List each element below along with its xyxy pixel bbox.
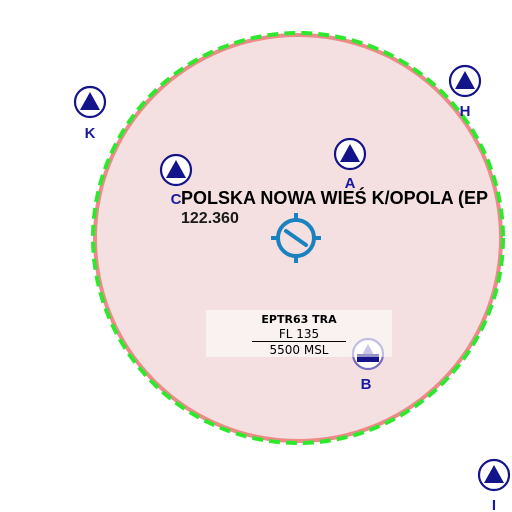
airspace-lower-limit: 5500 MSL [269,343,329,357]
waypoint-k-icon[interactable] [73,85,107,119]
waypoint-h-label: H [459,103,471,120]
waypoint-c-label: C [170,191,182,208]
zone-dashed-boundary [91,31,505,445]
waypoint-i-icon[interactable] [477,458,511,492]
airspace-label-box[interactable]: EPTR63 TRA FL 135 5500 MSL [206,310,392,357]
airspace-upper-limit: FL 135 [252,327,346,342]
aerodrome-name-label[interactable]: POLSKA NOWA WIEŚ K/OPOLA (EP [181,188,489,208]
waypoint-a-icon[interactable] [333,137,367,171]
aerodrome-icon[interactable] [271,213,321,263]
waypoint-i-label: I [491,497,497,512]
waypoint-k-label: K [84,125,96,142]
waypoint-b-label: B [360,376,372,393]
aerodrome-frequency-label: 122.360 [181,210,239,227]
waypoint-a-label: A [344,175,356,192]
airspace-name: EPTR63 TRA [261,313,337,326]
waypoint-c-icon[interactable] [159,153,193,187]
waypoint-h-icon[interactable] [448,64,482,98]
